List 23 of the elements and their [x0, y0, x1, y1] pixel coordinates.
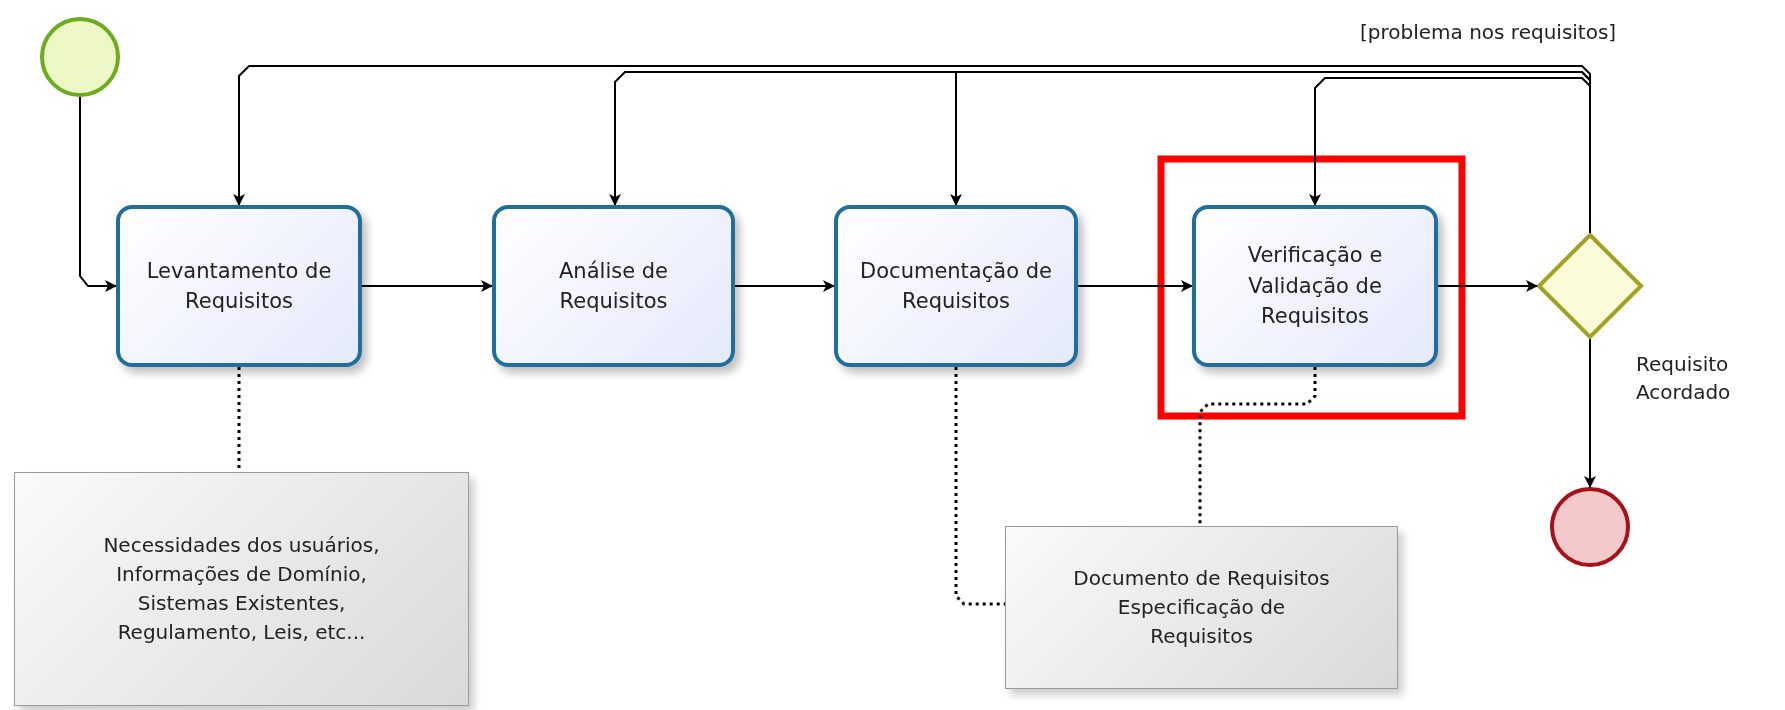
- data-object-box: [14, 472, 469, 706]
- task-box: [834, 205, 1078, 367]
- node-text: Levantamento de Requisitos: [145, 257, 333, 315]
- association-line: [954, 367, 1005, 606]
- end-event-circle: [1550, 487, 1630, 567]
- arrow: [734, 280, 835, 292]
- association-line: [1198, 367, 1317, 526]
- task-box: [1192, 205, 1438, 367]
- node-text: Documento de Requisitos Especificação de Requisitos: [1072, 565, 1331, 650]
- arrow: [1584, 338, 1596, 488]
- arrow: [79, 96, 117, 292]
- task-box: [492, 205, 735, 367]
- node-text: Documentação de Requisitos: [859, 257, 1053, 315]
- data-object-box: [1005, 526, 1398, 689]
- node-text: Verificação e Validação de Requisitos: [1246, 242, 1384, 331]
- gateway-diamond: [1536, 232, 1644, 340]
- arrow: [1437, 280, 1538, 292]
- start-event-circle: [40, 17, 120, 97]
- node-text: Análise de Requisitos: [558, 257, 669, 315]
- task-box: [116, 205, 362, 367]
- node-text: Necessidades dos usuários, Informações de Domínio, Sistemas Existentes, Regulamento, Leis, etc...: [102, 532, 381, 646]
- arrow: [361, 280, 493, 292]
- arrow: [1077, 280, 1193, 292]
